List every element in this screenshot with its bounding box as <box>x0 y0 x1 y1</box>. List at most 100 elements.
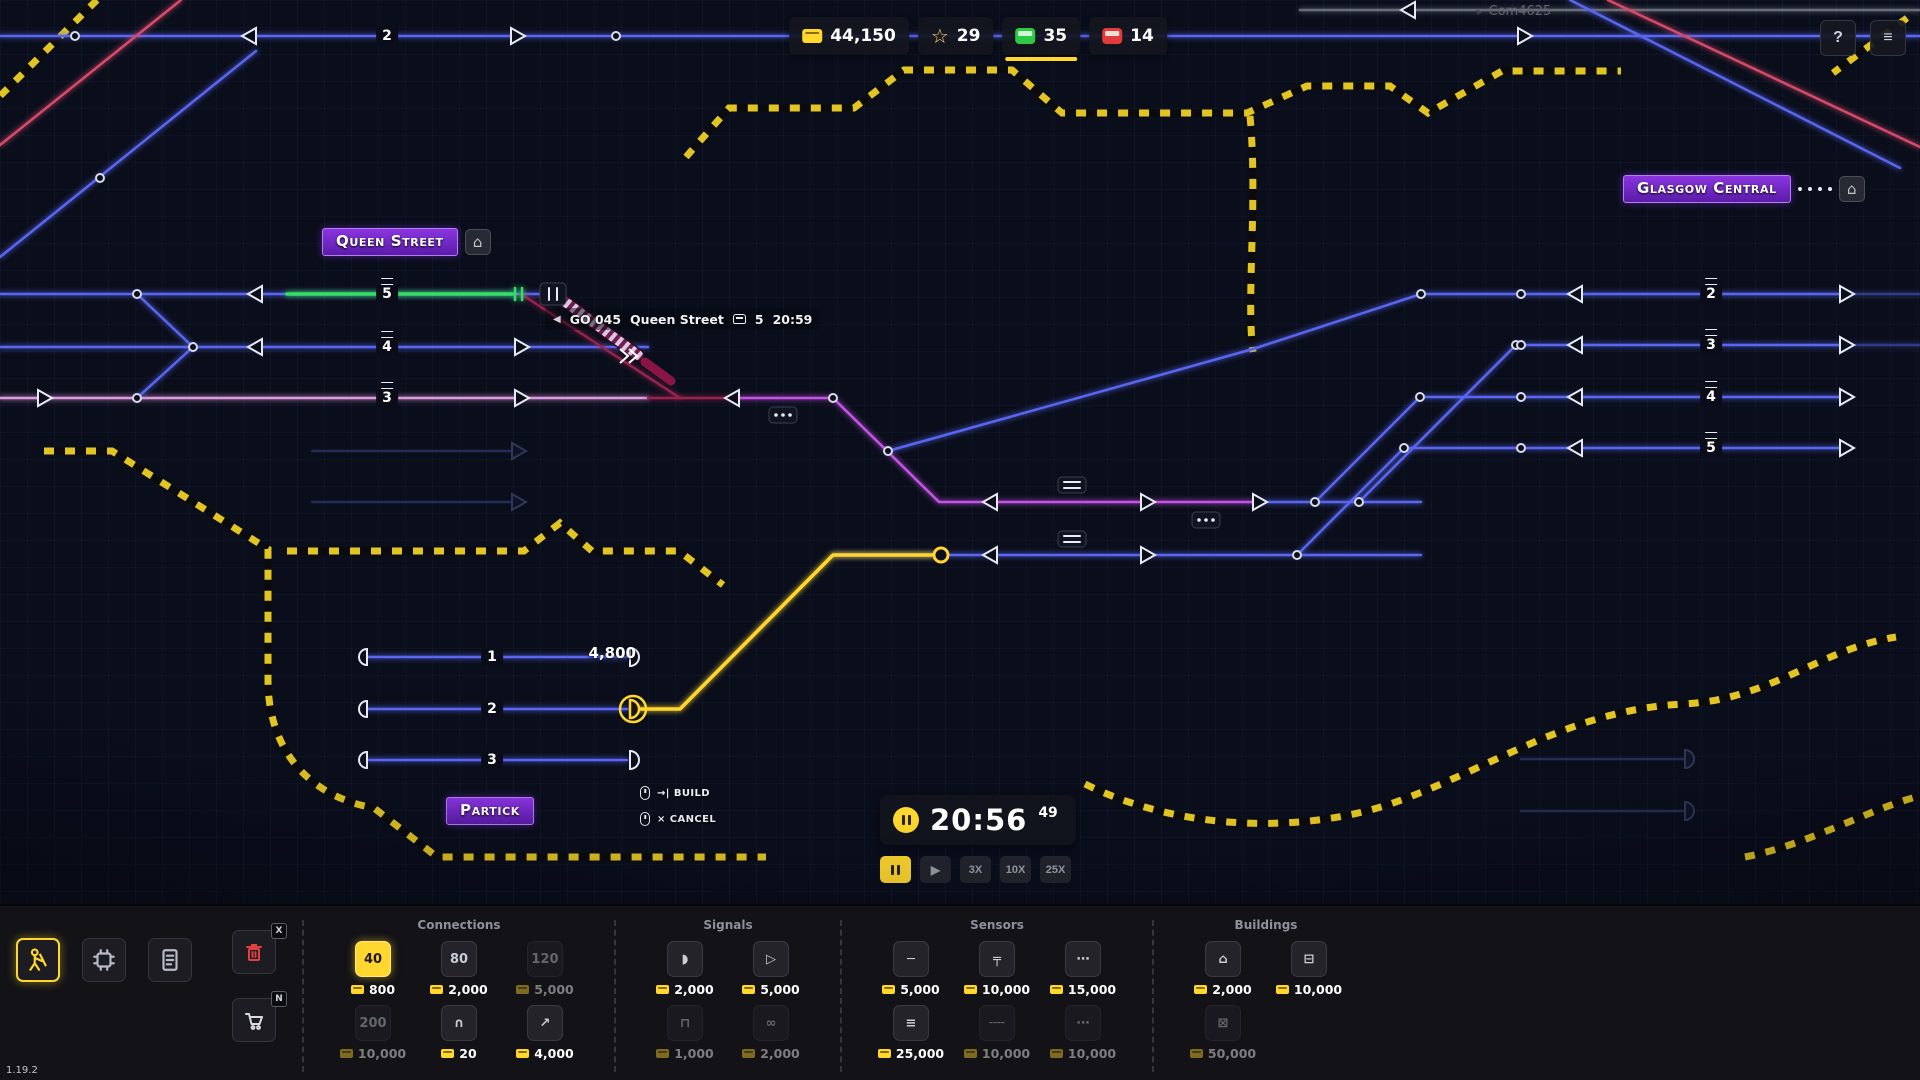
track-number: 2 <box>376 27 398 45</box>
signal-icon[interactable] <box>724 389 740 407</box>
station-badge[interactable]: Partick <box>446 797 534 825</box>
signal-icon[interactable] <box>1567 388 1583 406</box>
platform-signal-icon[interactable] <box>629 750 640 770</box>
money-icon <box>656 1049 670 1058</box>
signal-item-icon: ◗ <box>667 941 703 977</box>
signal-icon[interactable] <box>37 389 53 407</box>
item-double-signal[interactable]: ∞ 2,000 <box>728 1005 814 1061</box>
auto-signal-icon: ▷ <box>753 941 789 977</box>
contracts-mode-button[interactable] <box>148 938 192 982</box>
station-badge[interactable]: Queen Street <box>322 228 458 256</box>
station-small-icon: ⌂ <box>1205 941 1241 977</box>
signal-icon[interactable] <box>1567 439 1583 457</box>
signal-icon[interactable] <box>1567 336 1583 354</box>
item-gantry-signal[interactable]: ⊓ 1,000 <box>642 1005 728 1061</box>
speed-3x-button[interactable]: 3X <box>960 856 991 883</box>
station-badge[interactable]: Glasgow Central <box>1623 175 1791 203</box>
item-signal[interactable]: ◗ 2,000 <box>642 941 728 997</box>
trash-icon <box>246 944 262 961</box>
item-auto-signal[interactable]: ▷ 5,000 <box>728 941 814 997</box>
signal-icon[interactable] <box>241 27 257 45</box>
tooltip-platform: 5 <box>754 311 764 327</box>
item-sensor[interactable]: ─ 5,000 <box>868 941 954 997</box>
item-track-80[interactable]: 80 2,000 <box>416 941 502 997</box>
signal-icon[interactable] <box>514 338 530 356</box>
signal-icon[interactable] <box>1140 546 1156 564</box>
cancel-key-icon: × <box>657 813 666 825</box>
contract-icon <box>162 949 178 971</box>
station-partick[interactable]: Partick <box>446 797 534 825</box>
station-large-icon: ⊟ <box>1291 941 1327 977</box>
station-queen-street[interactable]: Queen Street ⌂ <box>322 228 491 256</box>
exit-dots <box>1797 187 1832 191</box>
item-station-small[interactable]: ⌂ 2,000 <box>1180 941 1266 997</box>
gantry-signal-icon: ⊓ <box>667 1005 703 1041</box>
item-depot[interactable]: ⊠ 50,000 <box>1180 1005 1266 1061</box>
construction-node[interactable] <box>932 546 950 564</box>
demolish-button[interactable] <box>232 930 276 974</box>
money-counter: 44,150 <box>789 17 909 55</box>
signal-icon[interactable] <box>1839 439 1855 457</box>
hazard-boundaries <box>0 0 1920 857</box>
item-platform-sensor[interactable]: ≡ 25,000 <box>868 1005 954 1061</box>
systems-mode-button[interactable] <box>82 938 126 982</box>
pause-status-icon <box>893 807 919 833</box>
cancel-hint: × CANCEL <box>640 812 716 826</box>
signal-icon[interactable] <box>247 338 263 356</box>
item-chain-sensor[interactable]: ⋯ 15,000 <box>1040 941 1126 997</box>
signal-icon[interactable] <box>1140 493 1156 511</box>
shop-button[interactable] <box>232 998 276 1042</box>
selection-ring <box>618 694 648 724</box>
item-track-200[interactable]: 200 10,000 <box>330 1005 416 1061</box>
signal-icon[interactable] <box>247 285 263 303</box>
rail-map[interactable] <box>0 0 1920 904</box>
trains-ontime-counter[interactable]: 35 <box>1002 17 1081 61</box>
signal-icon[interactable] <box>510 27 526 45</box>
ghost-signal-icon <box>511 442 527 460</box>
construction-mode-button[interactable] <box>16 938 60 982</box>
hold-indicator[interactable] <box>539 282 567 306</box>
ghost-signal-icon <box>511 493 527 511</box>
platform-signal-selected-icon[interactable] <box>628 698 641 720</box>
switch-chip[interactable] <box>1057 530 1087 548</box>
help-button[interactable]: ? <box>1820 20 1856 56</box>
track-40-icon: 40 <box>355 941 391 977</box>
train-tooltip: ◀ GO 045 Queen Street 5 20:59 <box>545 308 821 330</box>
station-glasgow-central[interactable]: Glasgow Central ⌂ <box>1623 175 1865 203</box>
item-tunnel[interactable]: ∩ 20 <box>416 1005 502 1061</box>
money-icon <box>1189 1049 1203 1058</box>
signal-icon[interactable] <box>1252 493 1268 511</box>
money-icon <box>963 985 977 994</box>
trains-late-counter[interactable]: 14 <box>1089 17 1167 55</box>
signal-icon[interactable] <box>982 493 998 511</box>
signal-icon[interactable] <box>1567 285 1583 303</box>
item-track-40[interactable]: 40 800 <box>330 941 416 997</box>
chip-icon <box>93 949 115 971</box>
item-curve[interactable]: ↗ 4,000 <box>502 1005 588 1061</box>
item-route-sensor[interactable]: ⋯ 10,000 <box>1040 1005 1126 1061</box>
menu-button[interactable]: ≡ <box>1870 20 1906 56</box>
item-track-120[interactable]: 120 5,000 <box>502 941 588 997</box>
switch-chip[interactable] <box>1057 476 1087 494</box>
speed-10x-button[interactable]: 10X <box>1000 856 1031 883</box>
item-station-large[interactable]: ⊟ 10,000 <box>1266 941 1352 997</box>
signal-icon[interactable] <box>1400 1 1416 19</box>
money-icon <box>350 985 364 994</box>
money-icon <box>802 29 823 43</box>
money-icon <box>441 1049 455 1058</box>
play-button[interactable]: ▶ <box>920 856 951 883</box>
signal-icon[interactable] <box>514 389 530 407</box>
money-icon <box>1194 985 1208 994</box>
signal-icon[interactable] <box>1839 336 1855 354</box>
signal-icon[interactable] <box>1839 388 1855 406</box>
pause-button[interactable] <box>880 856 911 883</box>
item-timer-sensor[interactable]: ╤ 10,000 <box>954 941 1040 997</box>
signal-icon[interactable] <box>1839 285 1855 303</box>
track-80-icon: 80 <box>441 941 477 977</box>
train[interactable] <box>557 294 676 386</box>
speed-25x-button[interactable]: 25X <box>1040 856 1071 883</box>
signal-icon[interactable] <box>982 546 998 564</box>
map-viewport[interactable]: Queen Street ⌂ Glasgow Central ⌂ Partick… <box>0 0 1920 904</box>
signal-icon[interactable] <box>1517 27 1533 45</box>
item-gap-sensor[interactable]: ╌╌ 10,000 <box>954 1005 1040 1061</box>
